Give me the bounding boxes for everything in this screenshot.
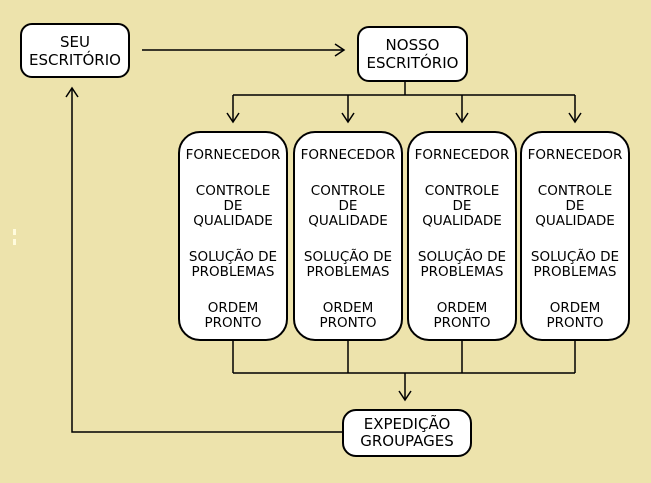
supplier-line-fornecedor: FORNECEDOR [300, 147, 396, 163]
arrowhead-right-icon [334, 43, 346, 57]
supplier-line-solucao-problemas: SOLUÇÃO DE PROBLEMAS [188, 249, 278, 280]
supplier-line-solucao-problemas: SOLUÇÃO DE PROBLEMAS [303, 249, 393, 280]
arrowhead-up-icon [65, 86, 79, 98]
supplier-line-solucao-problemas: SOLUÇÃO DE PROBLEMAS [417, 249, 507, 280]
arrowhead-down-icon [398, 390, 412, 402]
supplier-line-ordem-pronto: ORDEM PRONTO [319, 300, 377, 331]
supplier-line-controle-qualidade: CONTROLE DE QUALIDADE [535, 183, 615, 229]
box-seu-escritorio: SEU ESCRITÓRIO [20, 23, 130, 78]
arrowhead-down-icon [455, 112, 469, 124]
box-fornecedor-4: FORNECEDOR CONTROLE DE QUALIDADE SOLUÇÃO… [520, 131, 630, 341]
supplier-line-ordem-pronto: ORDEM PRONTO [546, 300, 604, 331]
supplier-line-controle-qualidade: CONTROLE DE QUALIDADE [422, 183, 502, 229]
return-line [71, 88, 342, 433]
box-fornecedor-1: FORNECEDOR CONTROLE DE QUALIDADE SOLUÇÃO… [178, 131, 288, 341]
arrowhead-down-icon [226, 112, 240, 124]
box-expedicao-groupages: EXPEDIÇÃO GROUPAGES [342, 409, 472, 457]
screen-artifact [13, 239, 16, 245]
screen-artifact [13, 229, 16, 235]
nosso-escritorio-label: NOSSO ESCRITÓRIO [366, 36, 459, 72]
arrowhead-down-icon [568, 112, 582, 124]
supplier-line-ordem-pronto: ORDEM PRONTO [204, 300, 262, 331]
supplier-line-solucao-problemas: SOLUÇÃO DE PROBLEMAS [530, 249, 620, 280]
arrowhead-down-icon [341, 112, 355, 124]
box-fornecedor-2: FORNECEDOR CONTROLE DE QUALIDADE SOLUÇÃO… [293, 131, 403, 341]
supplier-line-ordem-pronto: ORDEM PRONTO [433, 300, 491, 331]
supplier-line-controle-qualidade: CONTROLE DE QUALIDADE [193, 183, 273, 229]
box-fornecedor-3: FORNECEDOR CONTROLE DE QUALIDADE SOLUÇÃO… [407, 131, 517, 341]
expedicao-groupages-label: EXPEDIÇÃO GROUPAGES [360, 415, 454, 450]
seu-escritorio-label: SEU ESCRITÓRIO [29, 32, 121, 69]
supplier-line-fornecedor: FORNECEDOR [185, 147, 281, 163]
supplier-line-fornecedor: FORNECEDOR [527, 147, 623, 163]
box-nosso-escritorio: NOSSO ESCRITÓRIO [357, 26, 468, 82]
supplier-line-fornecedor: FORNECEDOR [414, 147, 510, 163]
supplier-line-controle-qualidade: CONTROLE DE QUALIDADE [308, 183, 388, 229]
